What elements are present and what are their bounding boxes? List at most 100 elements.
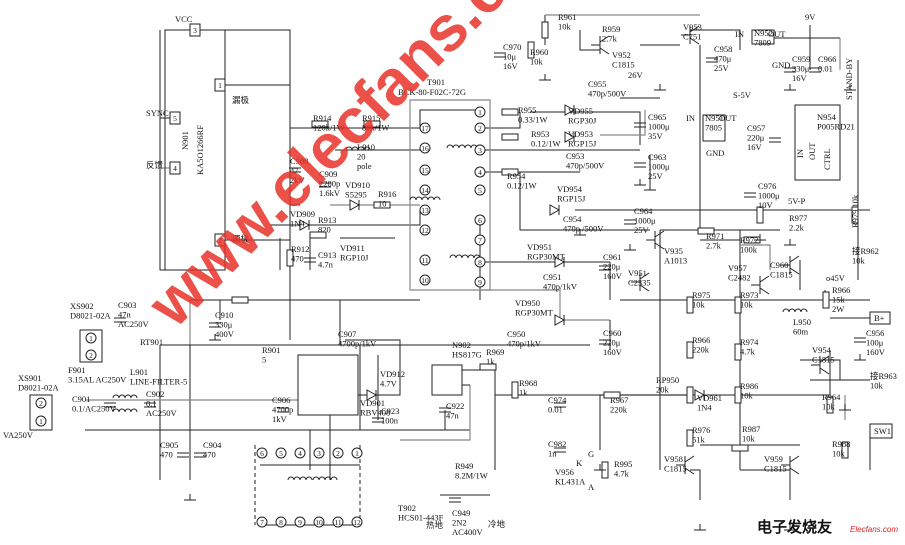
label-r961-line: R961 (558, 12, 576, 22)
label-ic: KA5O1266RF (195, 125, 205, 175)
wire (579, 30, 600, 51)
ground-symbol (594, 464, 606, 471)
label-r964-line: 10k (822, 402, 836, 412)
svg-text:2: 2 (39, 399, 43, 408)
label-yuanji: 源极 (232, 234, 250, 244)
connector-pin: 1 (35, 415, 47, 427)
capacitor (372, 417, 384, 423)
component-box (29, 394, 53, 431)
label-c909-line: 2200p (319, 179, 340, 189)
label-fankui: 反馈 (146, 160, 164, 170)
label-n952gnd-line: GND (772, 60, 790, 70)
label-vcc-line: VCC (175, 14, 193, 24)
label-c959-line: 16V (792, 73, 808, 83)
label-c970-line: 16V (503, 61, 519, 71)
label-r969-line: 1k (486, 357, 495, 367)
label-c951-line: 470p/1kV (543, 282, 578, 292)
resistor (734, 343, 742, 361)
inductor-coil (112, 408, 138, 413)
label-c905-line: C905 (160, 440, 178, 450)
label-vd951-line: VD951 (527, 242, 552, 252)
capacitor (554, 447, 566, 453)
capacitor (289, 167, 301, 173)
regulator-ic (751, 29, 775, 45)
svg-text:5: 5 (173, 114, 177, 123)
label-lengdi-line: 冷地 (488, 519, 506, 529)
label-r966a-line: 2W (832, 304, 844, 314)
label-bplus-line: B+ (874, 313, 885, 323)
label-r966a-line: 15k (832, 295, 846, 305)
label-vd951-line: RGP30MT (527, 252, 566, 262)
resistor (826, 396, 834, 414)
label-n952out-line: OUT (768, 29, 786, 39)
ground-symbol (574, 229, 586, 236)
label-r975-line: 10k (692, 300, 706, 310)
label-s5v-line: S-5V (733, 90, 752, 100)
label-vcc: VCC (175, 14, 193, 24)
label-v9-line: 9V (805, 12, 816, 22)
resistor (756, 206, 764, 224)
t902-pin: 8 (275, 516, 287, 528)
label-t902-line: HCS01-443F (398, 513, 444, 523)
regulator-ic (794, 104, 841, 181)
label-vd955-line: VD955 (568, 106, 593, 116)
transistor (781, 255, 800, 275)
label-v959-line: C1815 (764, 464, 787, 474)
label-c965-line: 1000μ (648, 122, 670, 132)
resistor (734, 296, 742, 314)
inductor-coil (112, 394, 138, 399)
label-c965-line: C965 (648, 112, 666, 122)
t901-pin: 13 (419, 204, 431, 216)
svg-text:4: 4 (173, 164, 177, 173)
ground-symbol (854, 354, 866, 361)
label-c956-line: C956 (866, 328, 884, 338)
label-v954-line: C1815 (812, 355, 835, 365)
diode (299, 219, 311, 231)
label-r949-line: R949 (455, 461, 473, 471)
svg-text:11: 11 (334, 518, 341, 527)
label-c950-line: C950 (507, 329, 525, 339)
label-v956-line: V956 (555, 467, 574, 477)
svg-text:9: 9 (298, 518, 302, 527)
label-c964-line: 25V (634, 225, 650, 235)
label-c966-line: C966 (818, 54, 836, 64)
label-c923-line: C923 (381, 406, 399, 416)
diode (564, 104, 576, 116)
t901-pin: 6 (474, 214, 486, 226)
label-n951gnd: GND (706, 148, 724, 158)
label-vd910-line: S5295 (345, 190, 367, 200)
ground-symbol (654, 84, 666, 91)
label-g-line: G (588, 449, 594, 459)
diode (366, 389, 378, 401)
label-vd953-line: VD953 (568, 129, 593, 139)
label-r988-line: 10k (832, 449, 846, 459)
label-va-line: VA250V (3, 430, 34, 440)
label-v953-line: C751 (683, 32, 701, 42)
label-r915-line: R915 (362, 113, 380, 123)
label-vd961-line: VD961 (697, 393, 722, 403)
label-c949-line: 2N2 (452, 518, 467, 528)
label-r955-line: 0.33/1W (518, 115, 548, 125)
label-c907-line: C907 (338, 329, 356, 339)
resistor (231, 296, 249, 304)
resistor (697, 227, 715, 235)
ground-symbol (784, 84, 796, 91)
resistor (501, 168, 519, 176)
label-r968-line: 1k (519, 388, 528, 398)
t902-pin: 12 (351, 516, 363, 528)
label-l910-line: L910 (357, 142, 375, 152)
label-c909-line: C909 (319, 169, 337, 179)
